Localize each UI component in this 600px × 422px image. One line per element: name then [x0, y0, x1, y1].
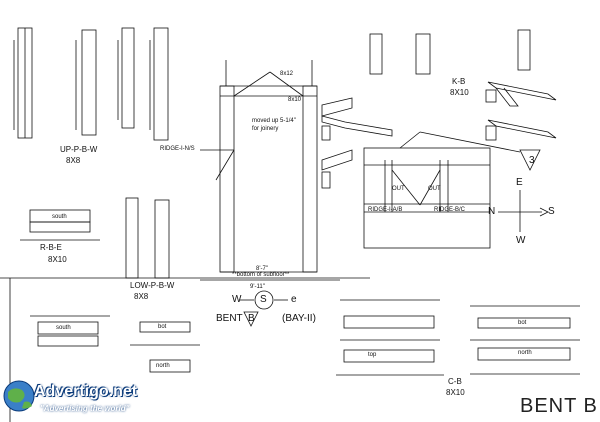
member-name-low-p-b-w: LOW-P-B-W	[130, 281, 175, 290]
beam-tag-south: south	[56, 325, 71, 331]
beam-bot-north-right	[470, 305, 580, 375]
callout-brace-8x10: 8x10	[288, 97, 302, 103]
bent-frame	[200, 60, 340, 281]
compass-south: S	[548, 206, 555, 217]
member-name-c-b: C-B	[448, 377, 462, 386]
callout-dim-8-7: 8'-7"	[256, 266, 268, 272]
beam-tag-north: north	[156, 363, 170, 369]
bent-letter: B	[248, 313, 255, 324]
callout-brace-8x12: 8x12	[280, 71, 294, 77]
section-marker-number: 3	[529, 155, 535, 166]
section-triangle	[519, 149, 541, 171]
member-size-low-p-b-w: 8X8	[134, 292, 149, 301]
beam-south-left	[30, 315, 110, 347]
beam-bot-north	[130, 321, 200, 373]
post-k-b	[369, 29, 531, 75]
watermark-globe	[3, 380, 35, 412]
watermark-tagline: "Advertising the world"	[40, 404, 130, 413]
joinery-isometric	[321, 97, 393, 189]
member-name-r-b-e: R-B-E	[40, 243, 62, 252]
compass-north: N	[488, 206, 496, 217]
member-size-k-b: 8X10	[450, 88, 469, 97]
compass-east: E	[516, 177, 523, 188]
bent-axis-center: S	[260, 294, 267, 305]
compass-west: W	[516, 235, 526, 246]
bent-suffix: (BAY-II)	[282, 313, 316, 324]
callout-ridge-detail-2: RIDGE-B/C	[434, 207, 466, 213]
beam-tag-bot: bot	[158, 324, 167, 330]
sheet-title: BENT B	[520, 395, 598, 417]
beam-south-top	[336, 299, 444, 376]
callout-out-2: OUT	[428, 186, 441, 192]
beam-tag-south: south	[52, 214, 67, 220]
watermark-brand: Advertigo.net	[34, 383, 138, 400]
callout-ridge-detail-1: RIDGE-I-A/B	[368, 207, 403, 213]
knee-brace-k-b	[485, 81, 557, 141]
bent-axis-east: e	[291, 294, 297, 305]
beam-tag-bot: bot	[518, 320, 527, 326]
callout-bottom-subfloor: **bottom of subfloor**	[232, 272, 290, 278]
member-name-k-b: K-B	[452, 77, 466, 86]
bent-symbol	[240, 290, 288, 327]
post-low-p-b-w	[125, 197, 170, 279]
bent-prefix: BENT	[216, 313, 243, 324]
beam-tag-top: top	[368, 352, 377, 358]
truss-detail	[363, 131, 521, 249]
bent-axis-west: W	[232, 294, 242, 305]
callout-moved-up: moved up 5-1/4"	[252, 118, 296, 124]
member-size-r-b-e: 8X10	[48, 255, 67, 264]
callout-out-1: OUT	[392, 186, 405, 192]
member-size-c-b: 8X10	[446, 388, 465, 397]
member-name-up-p-b-w: UP-P-B-W	[60, 145, 98, 154]
callout-for-joinery: for joinery	[252, 126, 279, 132]
beam-r-b-e	[20, 209, 100, 241]
beam-tag-north: north	[518, 350, 532, 356]
post-up-p-b-w	[13, 27, 169, 141]
member-size-up-p-b-w: 8X8	[66, 156, 81, 165]
callout-dim-9-11: 9'-11"	[250, 284, 265, 290]
compass-rose	[498, 190, 549, 232]
callout-ridge-left: RIDGE-I-N/S	[160, 146, 195, 152]
